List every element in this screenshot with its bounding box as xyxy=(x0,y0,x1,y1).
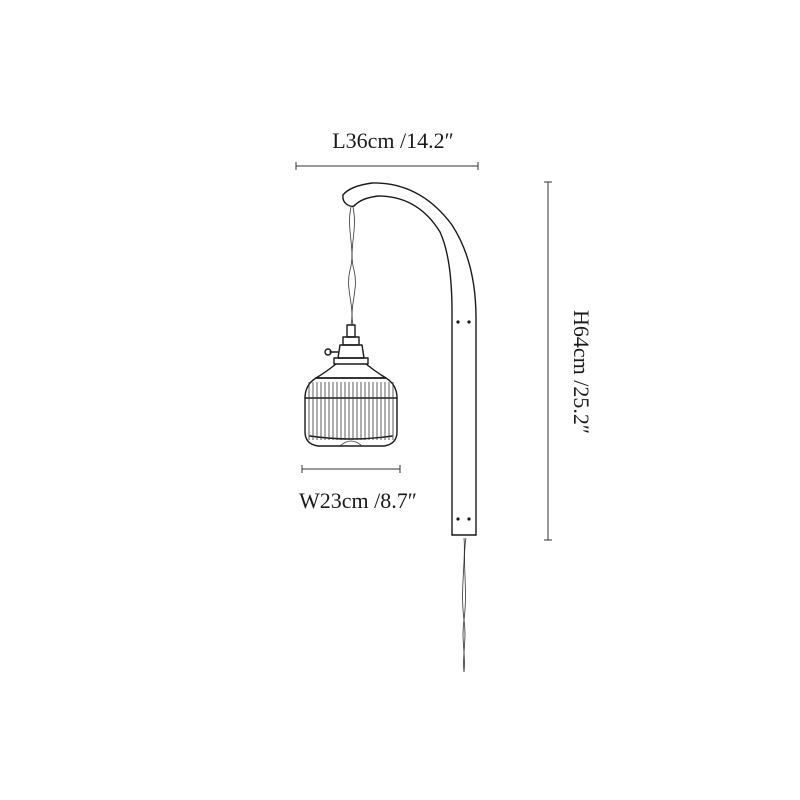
width-label: W23cm /8.7″ xyxy=(299,488,417,513)
lamp-socket xyxy=(315,324,387,379)
height-dimension: H64cm /25.2″ xyxy=(544,181,594,541)
screw-icon xyxy=(456,320,460,324)
screw-icon xyxy=(456,517,460,521)
length-dimension: L36cm /14.2″ xyxy=(295,128,479,170)
power-cord xyxy=(462,537,467,673)
wall-arm xyxy=(342,182,477,536)
length-label: L36cm /14.2″ xyxy=(332,128,454,153)
glass-shade xyxy=(304,377,398,447)
screw-icon xyxy=(467,320,471,324)
height-label: H64cm /25.2″ xyxy=(569,310,594,434)
hanging-cord xyxy=(348,206,356,326)
screw-icon xyxy=(467,517,471,521)
width-dimension: W23cm /8.7″ xyxy=(299,465,417,513)
